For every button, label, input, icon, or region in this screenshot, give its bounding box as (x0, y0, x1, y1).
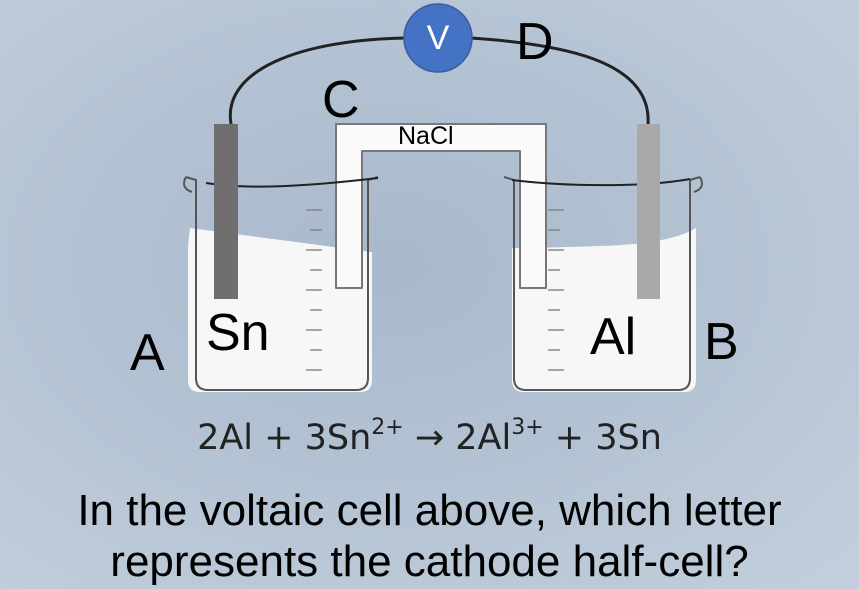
right-beaker-graduations (548, 209, 564, 371)
voltmeter-label: V (426, 19, 450, 57)
eq-plus-2: + (543, 418, 596, 458)
aluminum-electrode (637, 124, 660, 299)
eq-term-2al: 2Al (197, 418, 254, 458)
left-beaker-graduations (306, 209, 322, 371)
question-line-2: represents the cathode half-cell? (110, 537, 749, 586)
eq-term-2al-product: 2Al (455, 418, 512, 458)
eq-term-3sn: 3Sn (304, 418, 372, 458)
voltmeter-icon (403, 3, 473, 73)
wire-right (470, 36, 650, 125)
label-nacl: NaCl (398, 122, 454, 150)
wire-left (228, 36, 406, 125)
label-a: A (130, 324, 165, 382)
eq-arrow: → (403, 418, 456, 458)
tin-electrode (214, 124, 238, 299)
wire-right-beaker-rim (511, 178, 691, 187)
question-text: In the voltaic cell above, which letter … (0, 485, 859, 587)
label-al: Al (590, 308, 637, 366)
eq-plus-1: + (253, 418, 305, 458)
question-line-1: In the voltaic cell above, which letter (77, 486, 782, 535)
reaction-equation: 2Al + 3Sn2+ → 2Al3+ + 3Sn (0, 415, 859, 459)
label-c: C (322, 71, 360, 129)
eq-charge-sn: 2+ (371, 415, 404, 440)
label-d: D (516, 13, 554, 71)
label-b: B (704, 313, 739, 371)
eq-term-3sn-product: 3Sn (595, 418, 662, 458)
eq-charge-al: 3+ (511, 415, 544, 440)
salt-bridge-icon (335, 123, 547, 289)
label-sn: Sn (206, 304, 270, 362)
